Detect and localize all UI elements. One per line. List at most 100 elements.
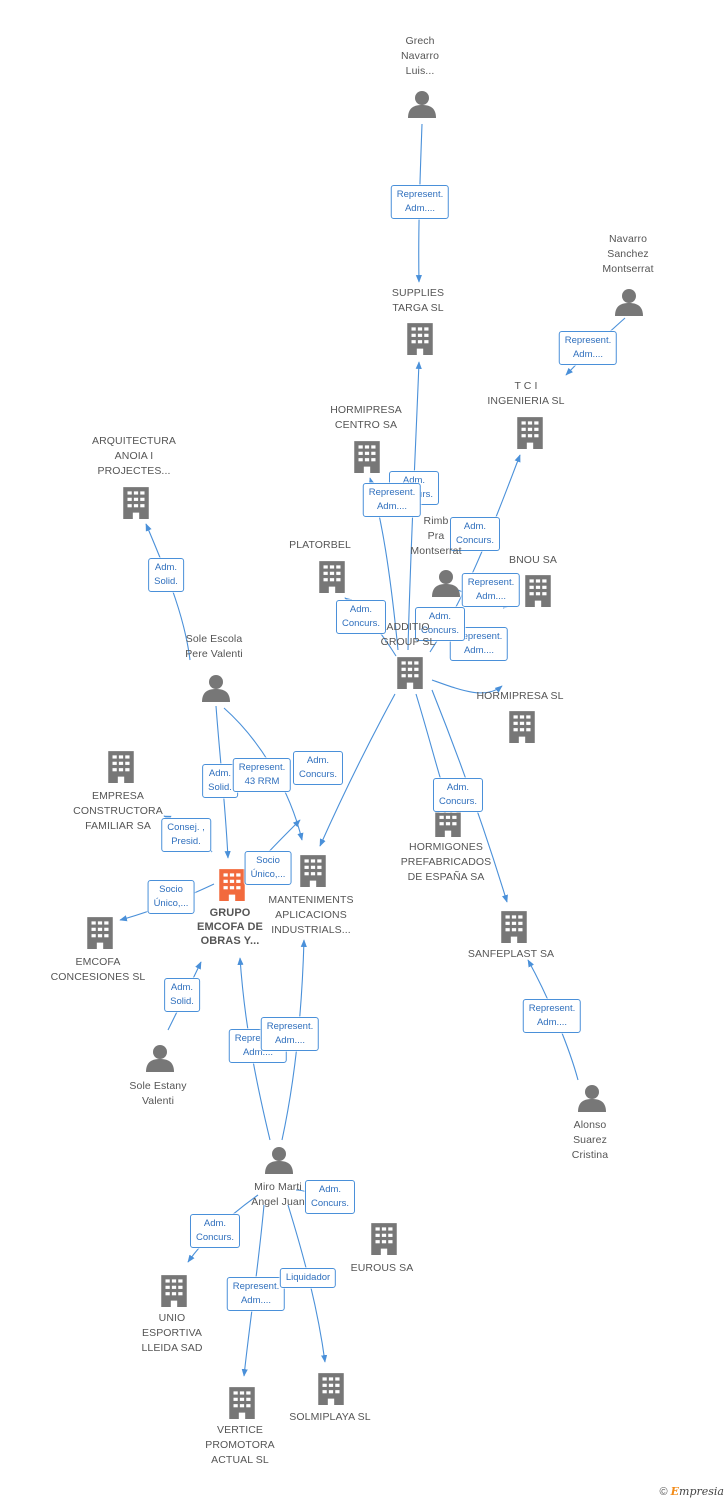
edge-label-line: Concurs.	[438, 796, 478, 807]
edge-label-line: Adm.	[428, 611, 452, 622]
node-label-line: Valenti	[141, 1095, 175, 1107]
node-label-bnou[interactable]: BNOU SA	[473, 553, 593, 568]
edge-label-additio-to-manteniments[interactable]: Adm.Concurs.	[292, 751, 344, 785]
edge-label-line: Adm....	[572, 349, 604, 360]
edge-label-miro-to-unio[interactable]: Adm.Concurs.	[189, 1214, 241, 1248]
node-label-line: ESPORTIVA	[141, 1327, 203, 1339]
edge-label-additio-to-sanfeplast[interactable]: Adm.Concurs.	[414, 607, 466, 641]
node-label-sanfeplast[interactable]: SANFEPLAST SA	[451, 947, 571, 962]
node-label-line: HORMIGONES	[409, 841, 483, 853]
building-icon[interactable]	[525, 575, 551, 607]
empresia-logo: Empresia	[670, 1485, 724, 1498]
person-icon[interactable]	[578, 1085, 606, 1112]
building-icon[interactable]	[509, 711, 535, 743]
node-label-line: SUPPLIES	[391, 287, 445, 299]
edge-label-line: Adm.	[154, 562, 178, 573]
building-icon[interactable]	[371, 1223, 397, 1255]
node-label-line: TARGA SL	[392, 302, 444, 314]
edge-label-line: Liquidador	[285, 1272, 331, 1283]
person-icon[interactable]	[432, 570, 460, 597]
edge-label-miro-to-vertice[interactable]: Represent.Adm....	[226, 1277, 286, 1311]
building-icon[interactable]	[161, 1275, 187, 1307]
edge-label-rimbau-to-bnou[interactable]: Represent.Adm....	[461, 573, 521, 607]
edge-label-miro-to-grupo[interactable]: Represent.Adm....	[228, 1029, 288, 1063]
node-label-line: INGENIERIA SL	[487, 395, 565, 407]
building-icon[interactable]	[501, 911, 527, 943]
node-label-line: DE ESPAÑA SA	[407, 871, 485, 883]
edge-label-line: Adm.	[318, 1184, 342, 1195]
edge-label-additio-to-hormicentro[interactable]: Represent.Adm....	[362, 483, 422, 517]
edge-label-line: Solid.	[170, 996, 194, 1007]
node-label-solmiplaya[interactable]: SOLMIPLAYA SL	[270, 1410, 390, 1425]
node-label-line: OBRAS Y...	[200, 935, 260, 947]
node-label-hormipresa[interactable]: HORMIPRESA SL	[460, 689, 580, 704]
edge-label-grupo-to-empresa[interactable]: Consej. ,Presid.	[161, 818, 211, 852]
edge-label-sole_pere-to-grupo[interactable]: Adm.Solid.	[202, 764, 238, 798]
building-icon[interactable]	[108, 751, 134, 783]
node-label-platorbel[interactable]: PLATORBEL	[260, 538, 380, 553]
edge-label-line: Concurs.	[455, 535, 495, 546]
edge-label-additio-to-platorbel[interactable]: Adm.Concurs.	[335, 600, 387, 634]
node-label-line: Miro Marti	[254, 1181, 302, 1193]
edge-label-additio-to-tci[interactable]: Adm. Concurs.	[449, 517, 501, 551]
edge-label-miro-to-manteniments[interactable]: Represent.Adm....	[260, 1017, 320, 1051]
node-label-line: GRUPO	[209, 907, 251, 919]
building-icon[interactable]	[319, 561, 345, 593]
edge-label-alonso-to-sanfeplast[interactable]: Represent.Adm....	[522, 999, 582, 1033]
edge-label-line: Represent.	[528, 1003, 576, 1014]
edge-label-grech-to-supplies[interactable]: Represent.Adm....	[390, 185, 450, 219]
edge-label-navarro-to-tci[interactable]: Represent.Adm....	[558, 331, 618, 365]
node-label-line: Cristina	[571, 1149, 609, 1161]
building-icon[interactable]	[397, 657, 423, 689]
person-icon[interactable]	[202, 675, 230, 702]
node-label-line: Angel Juan	[251, 1196, 305, 1208]
person-icon[interactable]	[146, 1045, 174, 1072]
node-label-line: Sole Escola	[185, 633, 243, 645]
building-icon[interactable]	[517, 417, 543, 449]
edge-label-line: Adm.	[463, 521, 487, 532]
node-label-line: CONCESIONES SL	[50, 971, 146, 983]
building-icon[interactable]	[123, 487, 149, 519]
building-icon[interactable]	[219, 869, 245, 901]
building-icon[interactable]	[300, 855, 326, 887]
edge-label-additio-to-hormigones[interactable]: Adm.Concurs.	[432, 778, 484, 812]
node-label-supplies[interactable]: SUPPLIES TARGA SL	[358, 286, 478, 316]
node-label-eurous[interactable]: EUROUS SA	[322, 1261, 442, 1276]
edge-label-miro-to-solmiplaya[interactable]: Liquidador	[279, 1268, 337, 1288]
edge-label-sole_pere-to-arquitectura[interactable]: Adm.Solid.	[148, 558, 184, 592]
building-icon[interactable]	[407, 323, 433, 355]
building-icon[interactable]	[354, 441, 380, 473]
edge-label-sole_estany-to-grupo[interactable]: Adm.Solid.	[164, 978, 200, 1012]
building-icon[interactable]	[87, 917, 113, 949]
edge-label-line: Concurs.	[341, 618, 381, 629]
person-icon[interactable]	[265, 1147, 293, 1174]
node-label-line: Alonso	[573, 1119, 607, 1131]
edge-label-sole_pere-to-manteniments[interactable]: Represent.43 RRM	[232, 758, 292, 792]
building-icon[interactable]	[229, 1387, 255, 1419]
person-icon[interactable]	[408, 91, 436, 118]
edge-label-miro-to-eurous[interactable]: Adm.Concurs.	[304, 1180, 356, 1214]
person-icon[interactable]	[615, 289, 643, 316]
node-label-line: Sole Estany	[129, 1080, 187, 1092]
building-icon[interactable]	[318, 1373, 344, 1405]
